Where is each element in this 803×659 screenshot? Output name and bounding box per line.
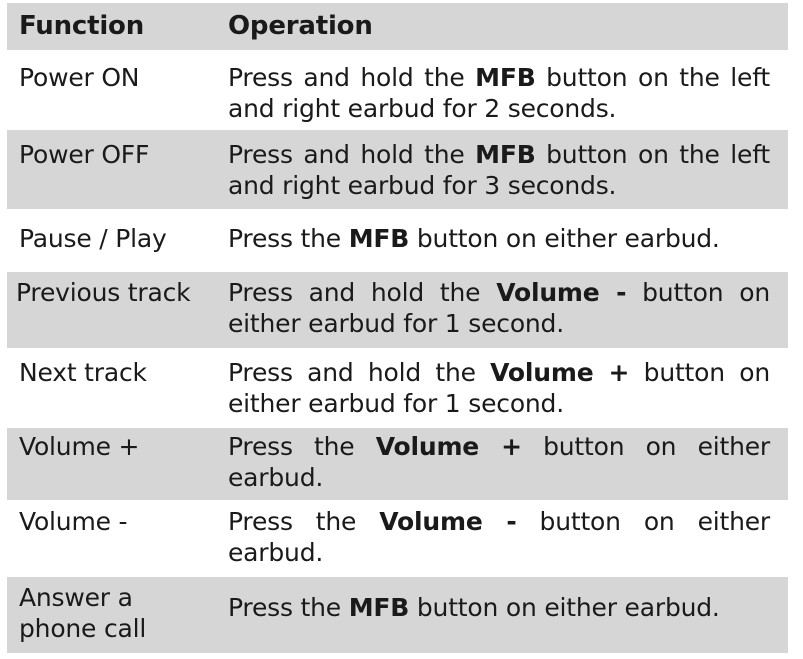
operation-text: button on either earbud.	[228, 432, 771, 492]
operation-cell: Press and hold the Volume - button on ei…	[228, 277, 770, 339]
function-cell: Power OFF	[19, 140, 150, 169]
operation-text: button on either earbud for 1 second.	[228, 278, 770, 338]
operation-button-name: MFB	[475, 63, 536, 92]
operation-text: button on either earbud.	[409, 224, 720, 253]
operation-text: button on either earbud for 1 second.	[228, 358, 770, 418]
operation-button-name: Volume +	[375, 432, 522, 461]
operation-button-name: Volume +	[490, 358, 630, 387]
operation-text: button on the left and right earbud for …	[228, 63, 770, 123]
table-row: Next track Press and hold the Volume + b…	[7, 348, 788, 425]
operation-text: Press and hold the	[228, 358, 491, 387]
operation-cell: Press the MFB button on either earbud.	[228, 223, 770, 254]
operation-button-name: Volume -	[379, 507, 517, 536]
function-cell: Volume +	[19, 432, 140, 461]
function-cell: Power ON	[19, 63, 140, 92]
operation-text: Press and hold the	[228, 63, 476, 92]
operation-text: Press the	[228, 593, 349, 622]
table-row: Power ON Press and hold the MFB button o…	[7, 50, 788, 127]
table-row: Answer a phone call Press the MFB button…	[7, 574, 788, 653]
operation-text: button on either earbud.	[228, 507, 770, 567]
function-cell: Answer a phone call	[19, 583, 147, 643]
operation-button-name: MFB	[475, 140, 536, 169]
operation-cell: Press and hold the MFB button on the lef…	[228, 62, 770, 124]
operation-cell: Press the MFB button on either earbud.	[228, 592, 770, 623]
operation-text: Press and hold the	[228, 278, 497, 307]
function-cell: Previous track	[16, 278, 191, 307]
table-header-row: Function Operation	[7, 3, 788, 50]
operation-text: button on the left and right earbud for …	[228, 140, 770, 200]
function-cell: Pause / Play	[19, 224, 167, 253]
operation-text: Press and hold the	[228, 140, 476, 169]
function-operation-table: Function Operation Power ON Press and ho…	[7, 3, 794, 653]
operation-text: Press the	[228, 507, 380, 536]
operation-cell: Press the Volume - button on either earb…	[228, 506, 770, 568]
table-row: Volume - Press the Volume - button on ei…	[7, 500, 788, 574]
operation-button-name: MFB	[348, 593, 410, 622]
header-operation: Operation	[228, 11, 373, 41]
operation-text: Press the	[228, 224, 349, 253]
operation-text: button on either earbud.	[409, 593, 720, 622]
operation-cell: Press and hold the Volume + button on ei…	[228, 357, 770, 419]
operation-cell: Press the Volume + button on either earb…	[228, 431, 770, 493]
header-function: Function	[19, 11, 145, 41]
table-row: Volume + Press the Volume + button on ei…	[7, 425, 788, 500]
function-cell: Next track	[19, 358, 147, 387]
operation-button-name: Volume -	[496, 278, 627, 307]
operation-text: Press the	[228, 432, 376, 461]
operation-button-name: MFB	[348, 224, 410, 253]
table-row: Previous track Press and hold the Volume…	[7, 269, 788, 348]
table-row: Power OFF Press and hold the MFB button …	[7, 127, 788, 209]
table-row: Pause / Play Press the MFB button on eit…	[7, 209, 788, 269]
function-cell: Volume -	[19, 507, 128, 536]
operation-cell: Press and hold the MFB button on the lef…	[228, 139, 770, 201]
